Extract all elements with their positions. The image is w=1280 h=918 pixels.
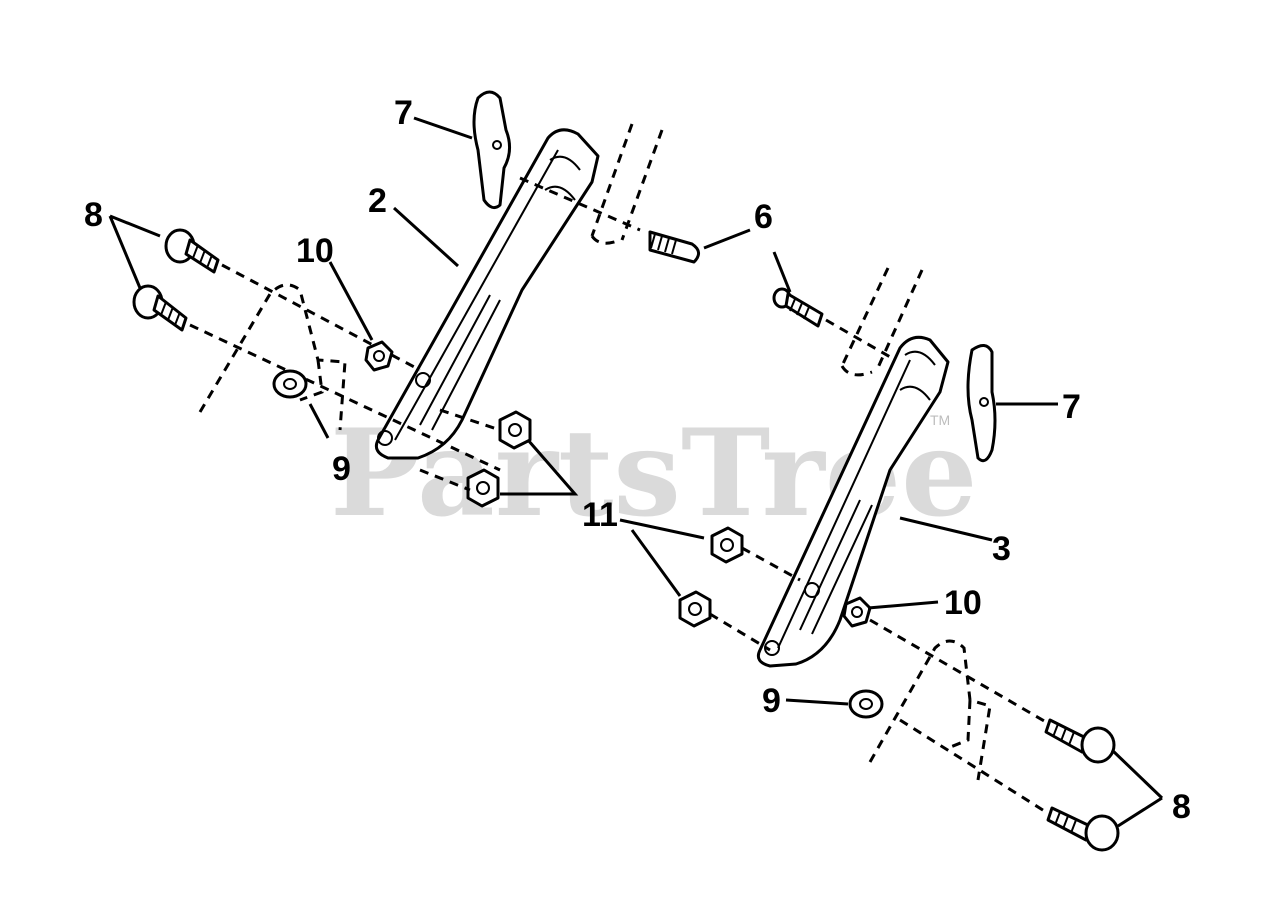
- clip-left: [472, 90, 511, 210]
- callout-nuts-shared: 11: [582, 496, 618, 534]
- frame-bracket-left: [198, 283, 347, 431]
- callout-clip-right: 7: [1062, 388, 1081, 426]
- callout-bolt-upper: 6: [754, 198, 773, 236]
- watermark-trademark: TM: [930, 412, 950, 428]
- callout-bracket-right: 3: [992, 530, 1011, 568]
- clip-right: [966, 344, 997, 463]
- callout-washer-left: 9: [332, 450, 351, 488]
- frame-bracket-right: [868, 639, 992, 781]
- washer-right: [848, 689, 884, 719]
- lift-bracket-left: [374, 128, 600, 460]
- callout-clip-left: 7: [394, 94, 413, 132]
- screw-right-lower: [1046, 806, 1120, 852]
- callout-nut-left: 10: [296, 232, 334, 270]
- axis-line-screws-right: [869, 618, 1047, 814]
- nut-11-right-upper: [710, 526, 744, 564]
- callout-washer-right: 9: [762, 682, 781, 720]
- bolt-lower: [772, 287, 824, 328]
- callout-screws-left: 8: [84, 196, 103, 234]
- nut-11-upper: [498, 410, 532, 450]
- nut-11-right-lower: [678, 590, 712, 628]
- axis-line-screw-left-upper: [221, 263, 421, 372]
- leader-lines: [108, 116, 1164, 828]
- frame-tube-upper: [590, 123, 664, 245]
- axis-line-nuts-left: [419, 408, 501, 492]
- axis-line-upper: [519, 176, 641, 232]
- callout-bracket-left: 2: [368, 182, 387, 220]
- nut-11-lower: [466, 468, 500, 508]
- nut-right: [842, 596, 872, 628]
- screw-left-lower: [132, 284, 188, 332]
- nut-left: [364, 340, 394, 372]
- axis-line-nuts-right: [709, 546, 801, 652]
- lift-bracket-right: [756, 335, 950, 668]
- callout-screws-right: 8: [1172, 788, 1191, 826]
- frame-tube-lower: [840, 267, 924, 377]
- bolt-upper: [648, 230, 700, 264]
- callout-nut-right: 10: [944, 584, 982, 622]
- screw-left-upper: [164, 228, 220, 274]
- screw-right-upper: [1044, 718, 1116, 764]
- washer-left: [272, 369, 308, 399]
